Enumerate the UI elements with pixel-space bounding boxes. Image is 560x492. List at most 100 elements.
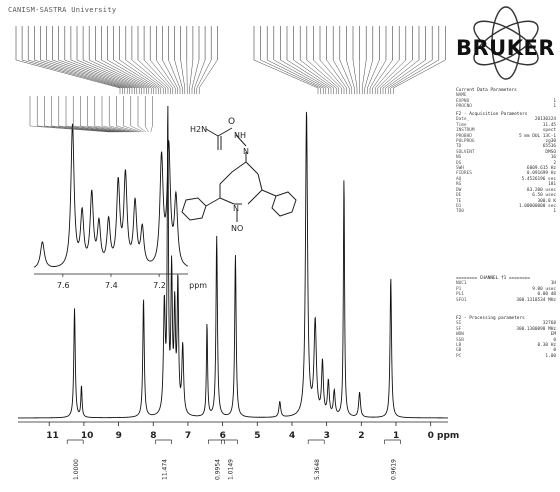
x-tick-label: 0 ppm bbox=[428, 431, 460, 441]
peak-label-leader bbox=[28, 59, 125, 89]
param-key: INSTRUM bbox=[456, 128, 475, 134]
peak-label-leader bbox=[346, 59, 355, 89]
param-key: DS bbox=[456, 160, 462, 166]
structure-nh: NH bbox=[234, 131, 246, 140]
peak-label-leader bbox=[352, 59, 358, 89]
inset-ppm-label: ppm bbox=[189, 281, 207, 290]
inset-peak-leader bbox=[116, 125, 139, 133]
peak-label-leader bbox=[280, 59, 329, 89]
param-value: 1 bbox=[553, 209, 556, 215]
x-tick-label: 6 bbox=[220, 431, 226, 441]
structure-nh2: H2N bbox=[190, 125, 207, 134]
x-tick-label: 9 bbox=[116, 431, 122, 441]
param-key: EXPNO bbox=[456, 98, 470, 104]
peak-label-leader bbox=[95, 59, 152, 89]
param-value: EM bbox=[550, 332, 556, 338]
peak-label-leader bbox=[101, 59, 154, 89]
peak-label-leader bbox=[367, 59, 380, 89]
param-value: 1H bbox=[550, 281, 556, 287]
param-key: DW bbox=[456, 187, 462, 193]
peak-label-leader bbox=[194, 59, 206, 89]
peak-label-leader bbox=[180, 59, 186, 89]
peak-label-leader bbox=[162, 59, 178, 89]
main-spectrum bbox=[18, 105, 448, 419]
param-key: SI bbox=[456, 321, 462, 327]
param-key: PL1 bbox=[456, 292, 464, 298]
peak-label-leader bbox=[70, 59, 142, 89]
param-row: DW 83.200 usec bbox=[456, 188, 556, 193]
integral-value: 1.0149 bbox=[228, 459, 235, 480]
x-tick-label: 4 bbox=[289, 431, 295, 441]
param-key: P1 bbox=[456, 286, 462, 292]
bruker-logo-text: BRUKER bbox=[456, 36, 556, 60]
param-value: 0 bbox=[553, 348, 556, 354]
peak-label-leader bbox=[119, 59, 161, 89]
param-row: GB 0 bbox=[456, 348, 556, 353]
peak-label-leader bbox=[131, 59, 166, 89]
param-key: SOLVENT bbox=[456, 149, 475, 155]
integral-value: 0.9619 bbox=[391, 459, 398, 480]
peak-label-leader bbox=[306, 59, 339, 89]
integral-value: 0.9954 bbox=[214, 459, 221, 480]
peak-label-leader bbox=[137, 59, 169, 89]
param-value: 83.200 usec bbox=[526, 187, 556, 193]
peak-label-leader bbox=[156, 59, 176, 89]
param-block: ======== CHANNEL f1 ========NUC1 1H P1 9.00… bbox=[456, 276, 556, 303]
param-value: 9.00 usec bbox=[532, 286, 556, 292]
peak-label-leader bbox=[300, 59, 337, 89]
param-block-title: ======== CHANNEL f1 ======== bbox=[456, 276, 531, 281]
peak-label-leader bbox=[393, 59, 446, 89]
peak-label-leader bbox=[319, 59, 345, 89]
peak-label-leader bbox=[46, 59, 133, 89]
structure-hydrazone-n: N bbox=[243, 147, 249, 156]
peak-label-leader bbox=[332, 59, 350, 89]
peak-label-leader bbox=[196, 59, 212, 89]
inset-peak-leader bbox=[65, 125, 123, 133]
param-block-title: F2 - Processing parameters bbox=[456, 316, 525, 321]
peak-label-leader bbox=[364, 59, 374, 89]
param-row: Date_20130324 bbox=[456, 117, 556, 122]
structure-oxygen: O bbox=[228, 117, 235, 127]
inset-peak-leader bbox=[137, 125, 147, 133]
param-value: 0.00 dB bbox=[537, 292, 556, 298]
peak-label-leader bbox=[76, 59, 145, 89]
param-value: 11.45 bbox=[542, 122, 556, 128]
param-key: GB bbox=[456, 348, 462, 354]
peak-label-leader bbox=[174, 59, 183, 89]
peak-label-leader bbox=[64, 59, 140, 89]
x-tick-label: 10 bbox=[81, 431, 94, 441]
param-key: NUC1 bbox=[456, 281, 467, 287]
param-key: PROBHD bbox=[456, 133, 472, 139]
param-value: 20130324 bbox=[534, 117, 556, 123]
param-key: SFO1 bbox=[456, 297, 467, 303]
inset-peak-leader bbox=[73, 125, 125, 133]
param-row: NUC1 1H bbox=[456, 281, 556, 286]
param-value: 6.50 usec bbox=[532, 193, 556, 199]
inset-tick-label: 7.6 bbox=[57, 281, 70, 290]
peak-label-leader bbox=[34, 59, 128, 89]
peak-label-leader bbox=[339, 59, 353, 89]
inset-peak-leader bbox=[130, 125, 144, 133]
inset-tick-label: 7.2 bbox=[153, 281, 166, 290]
param-key: PULPROG bbox=[456, 139, 475, 145]
inset-peak-leader bbox=[37, 125, 113, 133]
peak-label-leader bbox=[89, 59, 149, 89]
param-row: NAME bbox=[456, 93, 556, 98]
peak-label-leader bbox=[150, 59, 173, 89]
peak-label-leader bbox=[273, 59, 326, 89]
peak-label-leader bbox=[198, 59, 218, 89]
peak-label-leader bbox=[52, 59, 135, 89]
param-key: FIDRES bbox=[456, 171, 472, 177]
inset-peak-leader bbox=[44, 125, 115, 133]
inset-tick-label: 7.4 bbox=[105, 281, 118, 290]
param-key: D1 bbox=[456, 203, 462, 209]
integral-value: 1.0000 bbox=[73, 459, 80, 480]
inset-trace bbox=[33, 123, 189, 268]
